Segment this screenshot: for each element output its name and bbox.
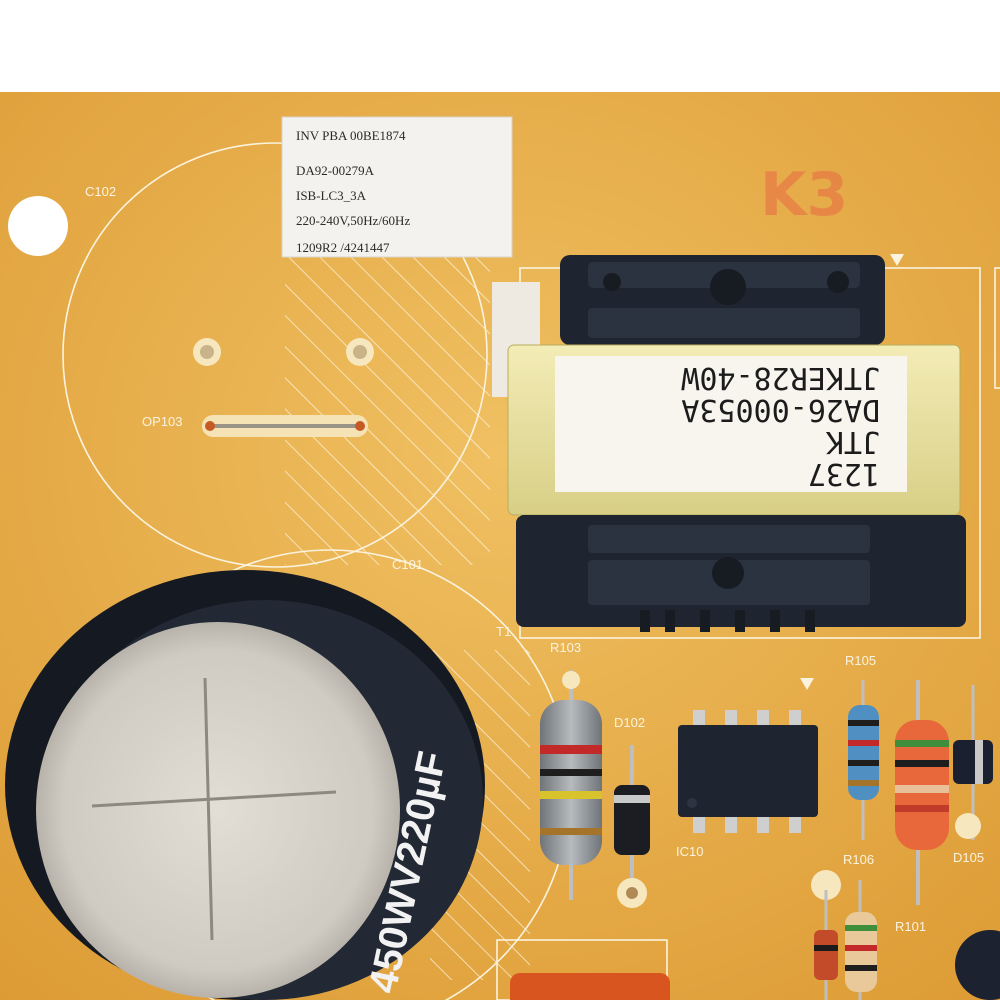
sticker-line-3: ISB-LC3_3A	[296, 188, 367, 203]
silk-r105: R105	[845, 653, 876, 668]
polarity-marker-icon	[890, 254, 904, 266]
ic-chip-icon	[678, 710, 818, 833]
mounting-hole-icon	[8, 196, 68, 256]
stripe-resistor-icon	[848, 680, 879, 840]
sticker-line-1: INV PBA 00BE1874	[296, 128, 406, 143]
red-stamp: K3	[760, 160, 848, 230]
xfmr-line-2: JTK	[826, 424, 880, 459]
silk-c102: C102	[85, 184, 116, 199]
silk-r101: R101	[895, 919, 926, 934]
sticker-line-4: 220-240V,50Hz/60Hz	[296, 213, 410, 228]
silk-r103: R103	[550, 640, 581, 655]
sticker-line-5: 1209R2 /4241447	[296, 240, 390, 255]
board-bottom-outline	[496, 939, 668, 1000]
silk-d105: D105	[953, 850, 984, 865]
right-edge-outline	[994, 267, 1000, 389]
xfmr-line-1: 1237	[808, 456, 880, 491]
stripe-resistor-icon	[895, 680, 949, 905]
diode-icon	[811, 870, 841, 1000]
film-capacitor	[510, 973, 670, 1000]
board-sticker	[281, 116, 513, 258]
transformer-t1: 1237 JTK DA26-00053A JTKER28-40W	[507, 255, 966, 632]
diode-icon	[953, 685, 993, 840]
silk-op103: OP103	[142, 414, 182, 429]
small-capacitor	[955, 930, 1000, 1000]
silk-d102: D102	[614, 715, 645, 730]
silk-r106: R106	[843, 852, 874, 867]
polarity-marker-icon	[800, 678, 814, 690]
xfmr-line-3: DA26-00053A	[681, 392, 880, 427]
electrolytic-capacitor: 450WV220µF	[5, 570, 485, 1000]
diode-icon	[614, 745, 650, 908]
silk-c101: C101	[392, 557, 423, 572]
stripe-resistor-icon	[540, 670, 602, 900]
stripe-resistor-icon	[845, 880, 877, 1000]
silk-ic10: IC10	[676, 844, 703, 859]
c102-hatch	[285, 255, 490, 565]
silk-t1: T1	[496, 624, 511, 639]
sticker-line-2: DA92-00279A	[296, 163, 375, 178]
xfmr-line-4: JTKER28-40W	[680, 360, 880, 395]
